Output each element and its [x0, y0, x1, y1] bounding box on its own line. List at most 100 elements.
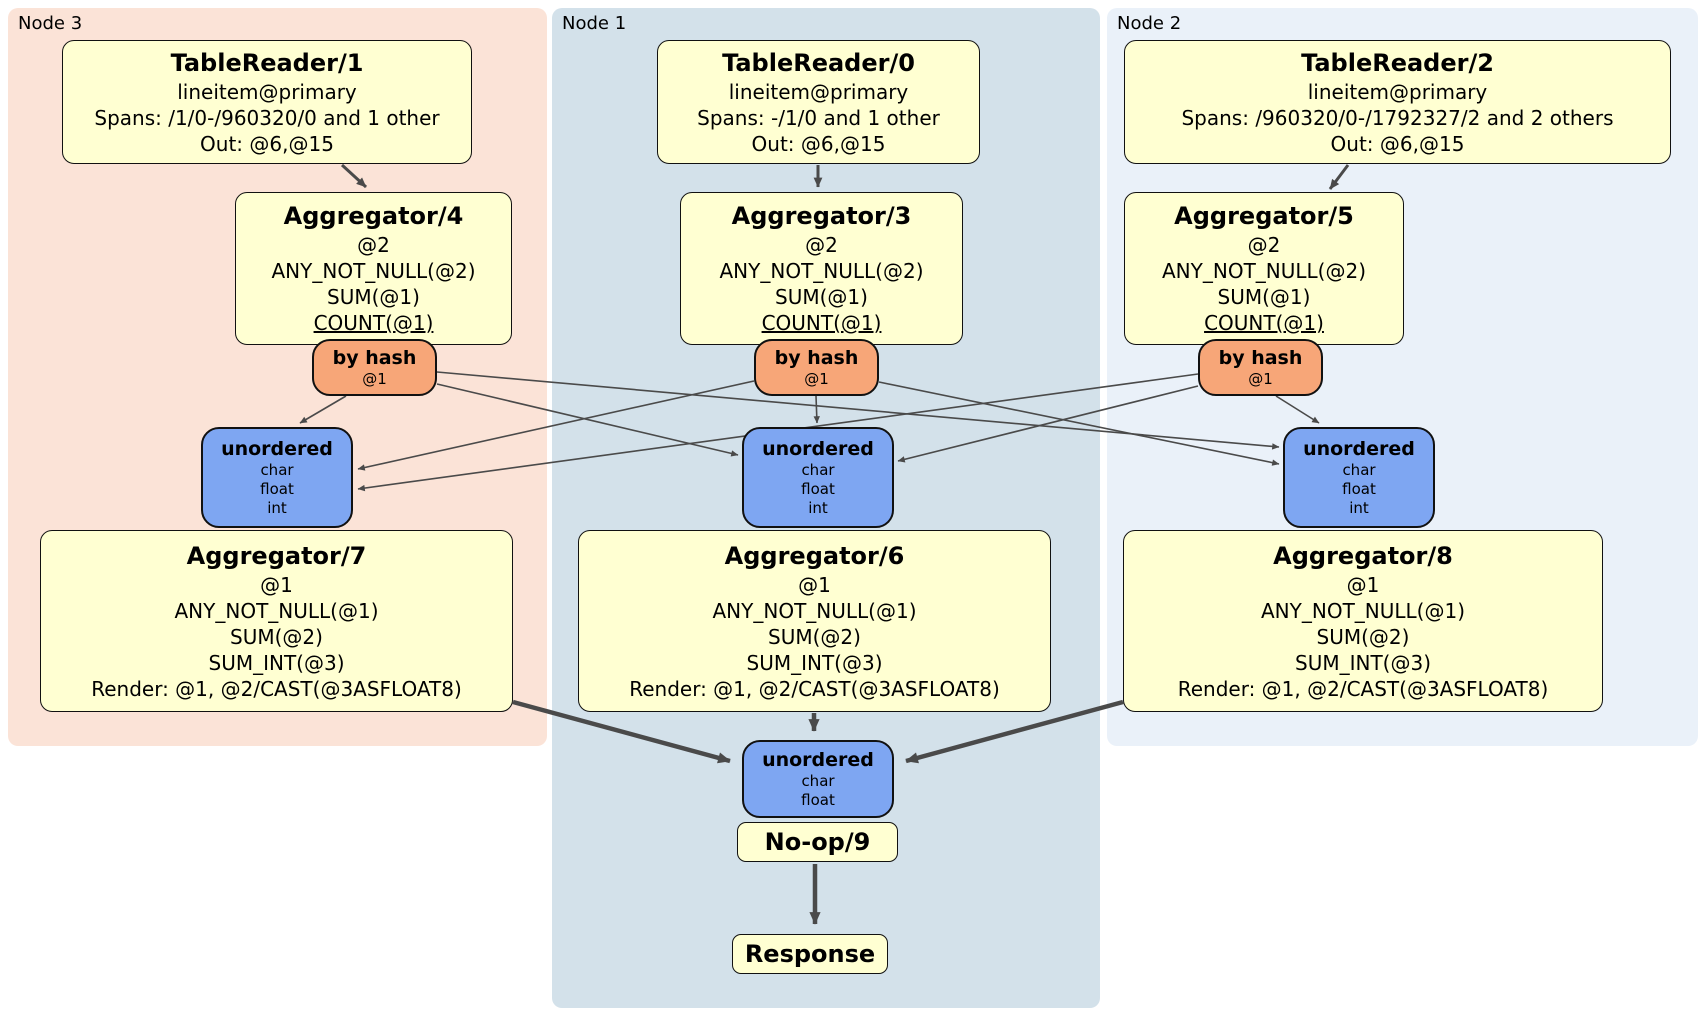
unordered-sync-node2-type2: float	[1342, 480, 1376, 498]
tablereader-0-index: lineitem@primary	[728, 79, 909, 104]
tablereader-0-out: Out: @6,@15	[751, 131, 886, 156]
unordered-sync-final-type2: float	[801, 791, 835, 809]
aggregator-5-fn1: ANY_NOT_NULL(@2)	[1162, 259, 1366, 283]
node2-label: Node 2	[1117, 13, 1182, 34]
aggregator-5-box: Aggregator/5 @2 ANY_NOT_NULL(@2) SUM(@1)…	[1124, 192, 1404, 345]
edge-byhash1-un2	[878, 381, 1280, 466]
unordered-sync-final: unordered char float	[742, 740, 894, 818]
by-hash-router-node2-param: @1	[1248, 370, 1273, 388]
aggregator-4-fn2: SUM(@1)	[327, 285, 420, 309]
aggregator-7-render: Render: @1, @2/CAST(@3ASFLOAT8)	[91, 676, 462, 701]
edge-byhash2-un1	[897, 385, 1199, 463]
unordered-sync-node1-type1: char	[801, 461, 835, 479]
edge-agg7-unordered-final	[512, 699, 731, 764]
edge-tr1-agg4	[340, 163, 368, 189]
aggregator-6-fn1: ANY_NOT_NULL(@1)	[712, 598, 917, 623]
aggregator-4-group: @2	[357, 233, 390, 257]
aggregator-8-fn3: SUM_INT(@3)	[1295, 650, 1431, 675]
aggregator-4-title: Aggregator/4	[283, 202, 464, 230]
aggregator-7-group: @1	[260, 572, 293, 597]
unordered-sync-node2-type1: char	[1342, 461, 1376, 479]
by-hash-router-node1-title: by hash	[774, 347, 859, 369]
aggregator-6-fn3: SUM_INT(@3)	[746, 650, 883, 675]
node1-label: Node 1	[562, 13, 627, 34]
no-op-box: No-op/9	[737, 822, 898, 862]
by-hash-router-node3: by hash @1	[312, 339, 437, 396]
aggregator-4-fn1: ANY_NOT_NULL(@2)	[271, 259, 476, 283]
aggregator-3-title: Aggregator/3	[731, 202, 912, 230]
tablereader-1-out: Out: @6,@15	[200, 131, 334, 156]
tablereader-2-box: TableReader/2 lineitem@primary Spans: /9…	[1124, 40, 1671, 164]
edge-agg8-unordered-final	[905, 699, 1124, 764]
edge-tr2-agg5	[1328, 164, 1350, 190]
unordered-sync-node1-title: unordered	[762, 438, 874, 460]
aggregator-4-fn3: COUNT(@1)	[313, 311, 434, 335]
tablereader-1-box: TableReader/1 lineitem@primary Spans: /1…	[62, 40, 472, 164]
aggregator-6-fn2: SUM(@2)	[768, 624, 861, 649]
aggregator-6-title: Aggregator/6	[724, 541, 905, 570]
unordered-sync-node3-type1: char	[260, 461, 294, 479]
edge-byhash3-un3	[299, 395, 347, 424]
unordered-sync-node1-type3: int	[808, 499, 828, 517]
tablereader-2-index: lineitem@primary	[1307, 79, 1488, 104]
aggregator-3-box: Aggregator/3 @2 ANY_NOT_NULL(@2) SUM(@1)…	[680, 192, 963, 345]
aggregator-5-fn2: SUM(@1)	[1217, 285, 1311, 309]
unordered-sync-node3-type2: float	[260, 480, 294, 498]
aggregator-3-fn1: ANY_NOT_NULL(@2)	[719, 259, 924, 283]
edge-byhash1-un1	[813, 395, 820, 424]
tablereader-2-spans: Spans: /960320/0-/1792327/2 and 2 others	[1181, 105, 1614, 130]
aggregator-3-fn2: SUM(@1)	[775, 285, 868, 309]
edge-byhash2-un2	[1275, 395, 1320, 424]
unordered-sync-node1-type2: float	[801, 480, 835, 498]
tablereader-1-spans: Spans: /1/0-/960320/0 and 1 other	[94, 105, 440, 130]
aggregator-8-fn2: SUM(@2)	[1316, 624, 1410, 649]
unordered-sync-node3-title: unordered	[221, 438, 333, 460]
tablereader-1-title: TableReader/1	[170, 48, 364, 77]
aggregator-7-fn2: SUM(@2)	[230, 624, 323, 649]
aggregator-8-title: Aggregator/8	[1273, 541, 1453, 570]
aggregator-8-group: @1	[1346, 572, 1380, 597]
aggregator-3-group: @2	[805, 233, 838, 257]
aggregator-6-box: Aggregator/6 @1 ANY_NOT_NULL(@1) SUM(@2)…	[578, 530, 1051, 712]
unordered-sync-node3: unordered char float int	[201, 427, 353, 528]
tablereader-0-spans: Spans: -/1/0 and 1 other	[697, 105, 940, 130]
unordered-sync-node1: unordered char float int	[742, 427, 894, 528]
aggregator-8-render: Render: @1, @2/CAST(@3ASFLOAT8)	[1177, 676, 1549, 701]
by-hash-router-node3-title: by hash	[332, 347, 417, 369]
aggregator-7-fn3: SUM_INT(@3)	[208, 650, 345, 675]
aggregator-8-fn1: ANY_NOT_NULL(@1)	[1261, 598, 1465, 623]
by-hash-router-node3-param: @1	[362, 370, 387, 388]
aggregator-6-group: @1	[798, 572, 831, 597]
unordered-sync-node2-title: unordered	[1303, 438, 1415, 460]
tablereader-2-title: TableReader/2	[1301, 48, 1494, 77]
by-hash-router-node1: by hash @1	[754, 339, 879, 396]
by-hash-router-node1-param: @1	[804, 370, 829, 388]
unordered-sync-node3-type3: int	[267, 499, 287, 517]
response-title: Response	[744, 939, 876, 968]
tablereader-0-box: TableReader/0 lineitem@primary Spans: -/…	[657, 40, 980, 164]
unordered-sync-node2: unordered char float int	[1283, 427, 1435, 528]
aggregator-7-fn1: ANY_NOT_NULL(@1)	[174, 598, 379, 623]
aggregator-7-title: Aggregator/7	[186, 541, 367, 570]
aggregator-5-title: Aggregator/5	[1174, 202, 1354, 230]
aggregator-6-render: Render: @1, @2/CAST(@3ASFLOAT8)	[629, 676, 1000, 701]
tablereader-0-title: TableReader/0	[722, 48, 915, 77]
unordered-sync-node2-type3: int	[1349, 499, 1369, 517]
aggregator-4-box: Aggregator/4 @2 ANY_NOT_NULL(@2) SUM(@1)…	[235, 192, 512, 345]
aggregator-8-box: Aggregator/8 @1 ANY_NOT_NULL(@1) SUM(@2)…	[1123, 530, 1603, 712]
aggregator-5-fn3: COUNT(@1)	[1204, 311, 1324, 335]
aggregator-5-group: @2	[1247, 233, 1281, 257]
response-box: Response	[732, 934, 888, 974]
node3-label: Node 3	[18, 13, 83, 34]
edge-byhash1-un3	[357, 380, 755, 471]
by-hash-router-node2-title: by hash	[1218, 347, 1303, 369]
tablereader-1-index: lineitem@primary	[177, 79, 357, 104]
aggregator-3-fn3: COUNT(@1)	[761, 311, 882, 335]
by-hash-router-node2: by hash @1	[1198, 339, 1323, 396]
unordered-sync-final-title: unordered	[762, 749, 874, 771]
aggregator-7-box: Aggregator/7 @1 ANY_NOT_NULL(@1) SUM(@2)…	[40, 530, 513, 712]
tablereader-2-out: Out: @6,@15	[1330, 131, 1465, 156]
unordered-sync-final-type1: char	[801, 772, 835, 790]
